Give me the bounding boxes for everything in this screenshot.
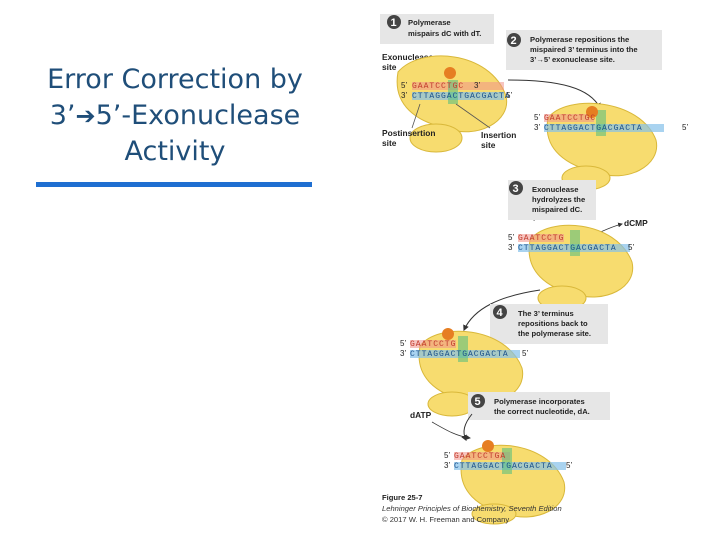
s2-top-seq: GAATCCTGC	[544, 114, 596, 123]
step-1-line2: mispairs dC with dT.	[408, 29, 481, 38]
title-line-3: Activity	[124, 136, 226, 167]
polymerase-body-3	[528, 224, 634, 298]
step-5-number: 5	[475, 396, 481, 408]
s3-bottom-five: 5’	[628, 243, 634, 252]
step-4-box	[490, 304, 608, 344]
datp-incoming-arrow	[431, 421, 471, 440]
insertion-helix-4	[458, 336, 468, 362]
step-1-number: 1	[391, 17, 397, 29]
step-2-line3: 3’→5’ exonuclease site.	[530, 55, 615, 64]
s4-bottom-five: 5’	[522, 349, 528, 358]
step-1-badge	[387, 15, 401, 29]
s3-top-seq: GAATCCTG	[518, 234, 564, 243]
insertion-pointer	[455, 103, 491, 129]
s2-top-five: 5’	[534, 113, 540, 122]
top-strand-bar-5	[454, 452, 510, 460]
postinsertion-label-2: site	[382, 138, 397, 148]
step-1-panel: 1 Polymerase mispairs dC with dT. Exonuc…	[380, 14, 516, 153]
step-3-number: 3	[513, 183, 519, 195]
insertion-label-2: site	[481, 140, 496, 150]
step-4-line1: The 3’ terminus	[518, 309, 574, 318]
s1-top-three: 3’	[474, 81, 480, 90]
s2-bottom-three: 3’	[534, 123, 540, 132]
exo-site-marker-4	[442, 328, 454, 340]
s4-top-five: 5’	[400, 339, 406, 348]
exo-site-marker-5	[482, 440, 494, 452]
step-4-panel: 4 The 3’ terminus repositions back to th…	[400, 289, 608, 417]
polymerase-thumb-1	[409, 123, 463, 153]
step-2-badge	[507, 33, 521, 47]
step-4-badge	[493, 305, 507, 319]
step-5-line2: the correct nucleotide, dA.	[494, 407, 590, 416]
step-3-panel: 3 Exonuclease hydrolyzes the mispaired d…	[508, 180, 648, 311]
title-line-2: 3’➔5’-Exonuclease	[20, 98, 330, 134]
step-5-panel: 5 Polymerase incorporates the correct nu…	[410, 392, 610, 525]
s2-bottom-seq: CTTAGGACTGACGACTA	[544, 124, 643, 133]
postinsertion-label-1: Postinsertion	[382, 128, 436, 138]
caption-line3: © 2017 W. H. Freeman and Company	[382, 515, 509, 524]
s5-bottom-three: 3’	[444, 461, 450, 470]
step-2-panel: 2 Polymerase repositions the mispaired 3…	[506, 30, 688, 191]
step-4-number: 4	[497, 307, 504, 319]
datp-label: dATP	[410, 410, 432, 420]
title-arrow-from: 3’	[49, 100, 76, 131]
insertion-helix-3	[570, 230, 580, 256]
step-5-line1: Polymerase incorporates	[494, 397, 585, 406]
title-arrow-to: 5’-Exonuclease	[95, 100, 301, 131]
s4-bottom-three: 3’	[400, 349, 406, 358]
caption-line2: Lehninger Principles of Biochemistry, Se…	[382, 504, 562, 513]
caption-line1: Figure 25-7	[382, 493, 423, 502]
step-5-box	[468, 392, 610, 420]
s3-bottom-three: 3’	[508, 243, 514, 252]
polymerase-thumb-5	[471, 503, 517, 525]
s5-bottom-seq: CTTAGGACTGACGACTA	[454, 462, 553, 471]
step-2-line2: mispaired 3’ terminus into the	[530, 45, 638, 54]
title-line-1: Error Correction by	[47, 64, 303, 95]
s3-bottom-seq: CTTAGGACTGACGACTA	[518, 244, 617, 253]
step-3-line3: mispaired dC.	[532, 205, 582, 214]
s5-bottom-five: 5’	[566, 461, 572, 470]
s1-bottom-three: 3’	[401, 91, 407, 100]
s4-bottom-seq: CTTAGGACTGACGACTA	[410, 350, 509, 359]
insertion-helix-1	[448, 80, 458, 104]
s1-top-five: 5’	[401, 81, 407, 90]
s1-bottom-seq: CTTAGGACTGACGACTA	[412, 92, 511, 101]
step-2-number: 2	[511, 35, 517, 47]
s1-top-seq: GAATCCTGC	[412, 82, 464, 91]
dcmp-label: dCMP	[624, 218, 648, 228]
insertion-helix-2	[596, 110, 606, 136]
s2-bottom-five: 5’	[682, 123, 688, 132]
top-strand-bar-4	[410, 340, 456, 348]
exonuclease-site-label-1: Exonuclease	[382, 52, 434, 62]
top-strand-bar-3	[518, 234, 564, 242]
arrow-1-to-2	[507, 79, 601, 110]
step-3-line1: Exonuclease	[532, 185, 578, 194]
figure-caption: Figure 25-7 Lehninger Principles of Bioc…	[382, 493, 562, 524]
s4-top-seq: GAATCCTG	[410, 340, 456, 349]
exonuclease-site-label-2: site	[382, 62, 397, 72]
insertion-label-1: Insertion	[481, 130, 516, 140]
step-2-line1: Polymerase repositions the	[530, 35, 629, 44]
title-underline	[36, 182, 312, 187]
step-3-line2: hydrolyzes the	[532, 195, 585, 204]
insertion-helix-5	[502, 448, 512, 474]
s1-bottom-five: 5’	[506, 91, 512, 100]
s5-top-five: 5’	[444, 451, 450, 460]
postinsertion-pointer	[411, 103, 421, 129]
right-arrow-icon: ➔	[75, 102, 96, 130]
step-5-badge	[471, 394, 485, 408]
slide-title: Error Correction by 3’➔5’-Exonuclease Ac…	[20, 62, 330, 170]
step-4-line3: the polymerase site.	[518, 329, 591, 338]
step-3-badge	[509, 181, 523, 195]
top-strand-bar-2	[544, 114, 594, 122]
exo-site-marker-2	[586, 106, 598, 118]
s5-top-seq: GAATCCTGA	[454, 452, 506, 461]
exo-site-marker-1	[444, 67, 456, 79]
s3-top-five: 5’	[508, 233, 514, 242]
step-4-line2: repositions back to	[518, 319, 588, 328]
step-2-box	[506, 30, 662, 70]
arrow-4-to-5	[461, 413, 473, 442]
step-1-line1: Polymerase	[408, 18, 451, 27]
